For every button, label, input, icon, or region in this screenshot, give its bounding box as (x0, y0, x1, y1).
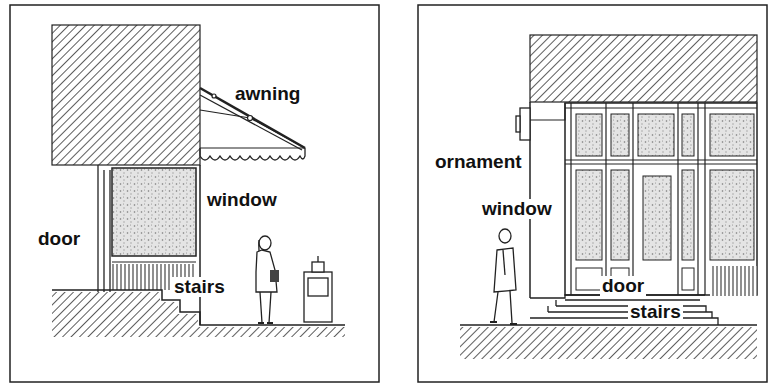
left-panel (10, 5, 379, 382)
part-label: door (36, 229, 82, 249)
newspaper-box (304, 256, 332, 322)
right-panel (418, 5, 767, 382)
part-label: stairs (172, 277, 227, 297)
part-label: door (600, 276, 646, 296)
ornament-bracket (516, 108, 530, 140)
part-label: window (205, 190, 279, 210)
part-label: window (480, 199, 554, 219)
part-label: awning (233, 84, 302, 104)
man-figure (490, 229, 517, 324)
part-label: stairs (628, 302, 683, 322)
part-label: ornament (433, 152, 524, 172)
woman-figure (256, 236, 279, 323)
